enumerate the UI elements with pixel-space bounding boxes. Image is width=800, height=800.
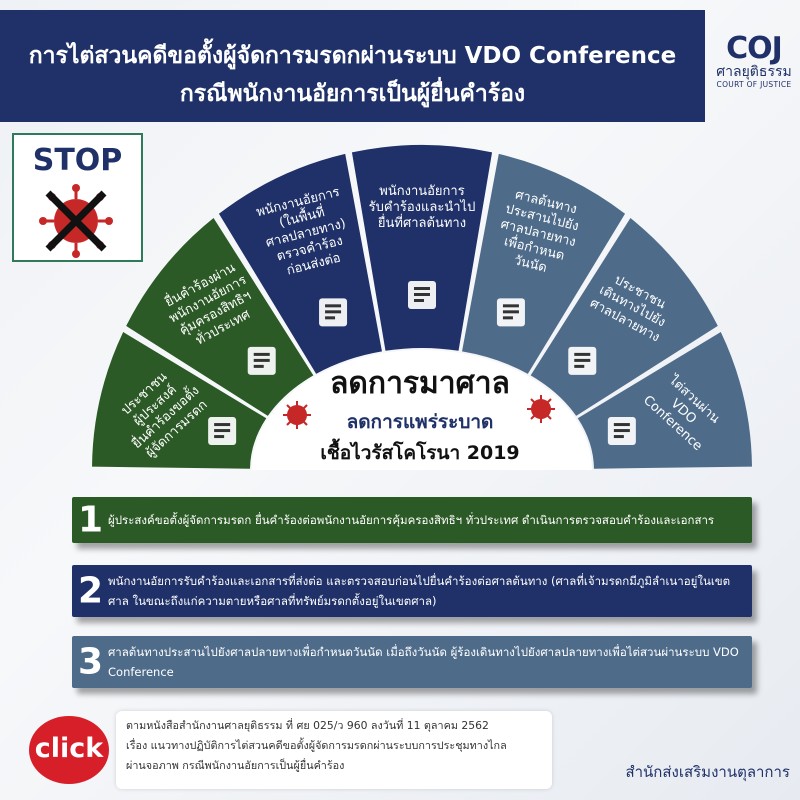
header-banner: การไต่สวนคดีขอตั้งผู้จัดการมรดกผ่านระบบ … (0, 10, 705, 122)
note-line-1: ตามหนังสือสำนักงานศาลยุติธรรม ที่ ศย 025… (126, 719, 489, 732)
note-line-3: ผ่านจอภาพ กรณีพนักงานอัยการเป็นผู้ยื่นคำ… (126, 759, 345, 772)
logo-mark: COJ (726, 31, 783, 66)
step-3-text: ศาลต้นทางประสานไปยังศาลปลายทางเพื่อกำหนด… (108, 645, 739, 679)
step-1-number: 1 (78, 499, 104, 541)
click-label: click (34, 733, 104, 764)
fan-center-title: ลดการมาศาล (330, 366, 510, 401)
step-1-text: ผู้ประสงค์ขอตั้งผู้จัดการมรดก ยื่นคำร้อง… (108, 513, 715, 527)
courthouse-icon (408, 281, 436, 309)
fan-segment-4-line: ยื่นที่ศาลต้นทาง (377, 216, 467, 231)
title-line-2: กรณีพนักงานอัยการเป็นผู้ยื่นคำร้อง (179, 81, 526, 107)
coj-logo: COJ ศาลยุติธรรม COURT OF JUSTICE (712, 31, 796, 90)
document-check-icon (319, 298, 348, 327)
stop-label: STOP (32, 143, 123, 178)
video-call-icon (607, 417, 636, 446)
fan-center-line-2: ลดการแพร่ระบาด (346, 411, 494, 433)
title-line-1: การไต่สวนคดีขอตั้งผู้จัดการมรดกผ่านระบบ … (28, 43, 677, 69)
click-button[interactable]: click (29, 716, 109, 784)
logo-thai-text: ศาลยุติธรรม (716, 64, 792, 80)
office-name: สำนักส่งเสริมงานตุลาการ (625, 763, 790, 781)
stop-badge: STOP (12, 133, 143, 262)
step-2-number: 2 (78, 570, 104, 612)
fan-center-semicircle (252, 350, 592, 470)
step-2-bar: 2 พนักงานอัยการรับคำร้องและเอกสารที่ส่งต… (72, 565, 752, 617)
fan-segment-4 (351, 145, 493, 351)
document-icon (208, 417, 237, 446)
step-3-bar: 3 ศาลต้นทางประสานไปยังศาลปลายทางเพื่อกำห… (72, 636, 752, 688)
reference-note: ตามหนังสือสำนักงานศาลยุติธรรม ที่ ศย 025… (116, 711, 552, 789)
virus-left-icon (283, 401, 311, 429)
note-line-2: เรื่อง แนวทางปฏิบัติการไต่สวนคดีขอตั้งผู… (126, 739, 507, 752)
process-fan-diagram (92, 145, 752, 470)
crossed-virus-icon (39, 184, 113, 258)
lawyer-icon (247, 346, 276, 375)
fan-center-line-3: เชื้อไวรัสโคโรนา 2019 (320, 442, 520, 464)
step-3-number: 3 (78, 641, 104, 683)
gavel-document-icon (496, 298, 525, 327)
logo-english-text: COURT OF JUSTICE (716, 80, 792, 89)
fan-segment-4-line: รับคำร้องและนำไป (368, 200, 476, 215)
fan-segment-4-text: พนักงานอัยการรับคำร้องและนำไปยื่นที่ศาลต… (367, 184, 477, 232)
step-1-bar: 1 ผู้ประสงค์ขอตั้งผู้จัดการมรดก ยื่นคำร้… (72, 497, 752, 543)
step-2-text: พนักงานอัยการรับคำร้องและเอกสารที่ส่งต่อ… (108, 574, 731, 608)
court-hearing-icon (568, 346, 597, 375)
fan-segment-4-line: พนักงานอัยการ (379, 184, 465, 199)
virus-right-icon (527, 395, 555, 423)
